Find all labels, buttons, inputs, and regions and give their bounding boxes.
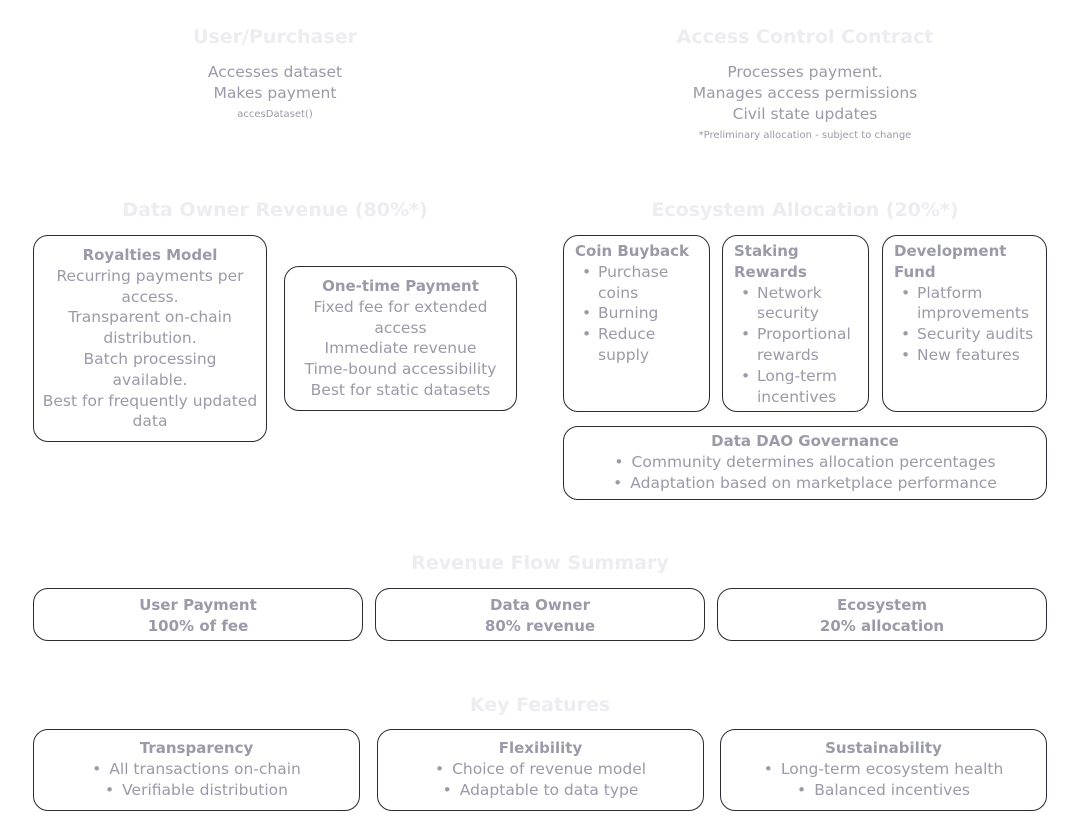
royalties-model-box: Royalties Model Recurring payments per a…: [33, 235, 267, 442]
summary-ecosystem-label: Ecosystem: [836, 596, 928, 614]
contract-line-state: Civil state updates: [732, 104, 878, 123]
revenue-flow-summary-heading: Revenue Flow Summary: [411, 552, 669, 574]
contract-line-processes: Processes payment.: [727, 63, 883, 81]
ecosystem-allocation-heading: Ecosystem Allocation (20%*): [651, 199, 959, 221]
list-item: •Community determines allocation percent…: [614, 452, 996, 471]
bullet-icon: •: [901, 283, 911, 302]
royalties-line-8: data: [132, 412, 168, 431]
onetime-line-2: access: [374, 318, 427, 337]
royalties-line-1: Recurring payments per: [56, 266, 244, 285]
bullet-icon: •: [434, 759, 445, 778]
bullet-icon: •: [442, 780, 452, 799]
bullet-icon: •: [582, 304, 592, 323]
bullet-icon: •: [582, 325, 592, 344]
feature-flexibility-box: Flexibility •Choice of revenue model •Ad…: [377, 729, 704, 811]
list-item: •Security audits: [901, 325, 1034, 344]
bullet-icon: •: [763, 759, 773, 778]
preliminary-allocation-note: *Preliminary allocation - subject to cha…: [698, 130, 912, 141]
staking-rewards-title-line-1: Staking: [734, 242, 799, 260]
list-item: •Verifiable distribution: [105, 780, 288, 799]
feature-sustainability-box: Sustainability •Long-term ecosystem heal…: [720, 729, 1047, 811]
access-control-description: Processes payment. Manages access permis…: [530, 62, 1080, 124]
feature-sustainability-title: Sustainability: [825, 739, 942, 757]
data-owner-revenue-heading: Data Owner Revenue (80%*): [122, 199, 428, 221]
data-dao-governance-title: Data DAO Governance: [711, 432, 899, 450]
list-item: •Balanced incentives: [797, 780, 970, 799]
royalties-line-2: access.: [121, 287, 179, 306]
royalties-line-7: Best for frequently updated: [42, 391, 258, 410]
bullet-icon: •: [92, 759, 102, 778]
user-purchaser-heading: User/Purchaser: [193, 26, 357, 48]
feature-transparency-box: Transparency •All transactions on-chain …: [33, 729, 360, 811]
bullet-icon: •: [741, 366, 751, 385]
user-line-accesses: Accesses dataset: [207, 63, 343, 81]
summary-data-owner-value: 80% revenue: [484, 616, 596, 635]
list-item: •Burning: [582, 304, 659, 323]
contract-line-permissions: Manages access permissions: [692, 83, 918, 102]
staking-rewards-title-line-2: Rewards: [734, 262, 807, 281]
development-fund-title-line-1: Development: [894, 242, 1007, 260]
bullet-icon: •: [797, 780, 807, 799]
royalties-line-3: Transparent on-chain: [68, 308, 232, 327]
access-control-heading: Access Control Contract: [676, 26, 934, 48]
bullet-icon: •: [582, 262, 592, 281]
development-fund-title-line-2: Fund: [894, 262, 936, 281]
bullet-icon: •: [901, 325, 911, 344]
royalties-model-title: Royalties Model: [82, 246, 218, 264]
bullet-icon: •: [901, 345, 911, 364]
key-features-heading: Key Features: [469, 694, 611, 716]
bullet-icon: •: [741, 283, 751, 302]
summary-data-owner-label: Data Owner: [490, 596, 590, 614]
summary-user-payment-value: 100% of fee: [147, 616, 249, 635]
feature-transparency-title: Transparency: [139, 739, 254, 757]
royalties-line-4: distribution.: [103, 329, 197, 348]
user-purchaser-description: Accesses dataset Makes payment: [0, 62, 550, 104]
list-item: •New features: [901, 345, 1020, 364]
bullet-icon: •: [613, 473, 623, 492]
feature-flexibility-title: Flexibility: [498, 739, 583, 757]
list-item: •Adaptation based on marketplace perform…: [613, 473, 997, 492]
onetime-line-5: Best for static datasets: [310, 380, 491, 399]
coin-buyback-title: Coin Buyback: [575, 242, 689, 260]
list-item: •Adaptable to data type: [442, 780, 639, 799]
data-dao-governance-box: Data DAO Governance •Community determine…: [563, 426, 1047, 500]
bullet-icon: •: [614, 452, 624, 471]
summary-ecosystem-box: Ecosystem 20% allocation: [717, 588, 1047, 641]
user-line-payment: Makes payment: [213, 83, 337, 102]
onetime-line-1: Fixed fee for extended: [313, 297, 488, 316]
royalties-line-6: available.: [112, 370, 188, 389]
list-item: •Long-term ecosystem health: [763, 759, 1004, 778]
one-time-payment-title: One-time Payment: [322, 277, 479, 295]
bullet-icon: •: [741, 325, 751, 344]
onetime-line-4: Time-bound accessibility: [304, 360, 497, 379]
summary-user-payment-label: User Payment: [139, 596, 257, 614]
one-time-payment-box: One-time Payment Fixed fee for extended …: [284, 266, 517, 411]
list-item: •All transactions on-chain: [92, 759, 301, 778]
list-item: •Choice of revenue model: [434, 759, 647, 778]
summary-ecosystem-value: 20% allocation: [819, 616, 945, 635]
bullet-icon: •: [105, 780, 115, 799]
summary-user-payment-box: User Payment 100% of fee: [33, 588, 363, 641]
onetime-line-3: Immediate revenue: [324, 339, 477, 358]
summary-data-owner-box: Data Owner 80% revenue: [375, 588, 705, 641]
royalties-line-5: Batch processing: [83, 349, 217, 368]
access-function-label: accesDataset(): [237, 109, 313, 120]
